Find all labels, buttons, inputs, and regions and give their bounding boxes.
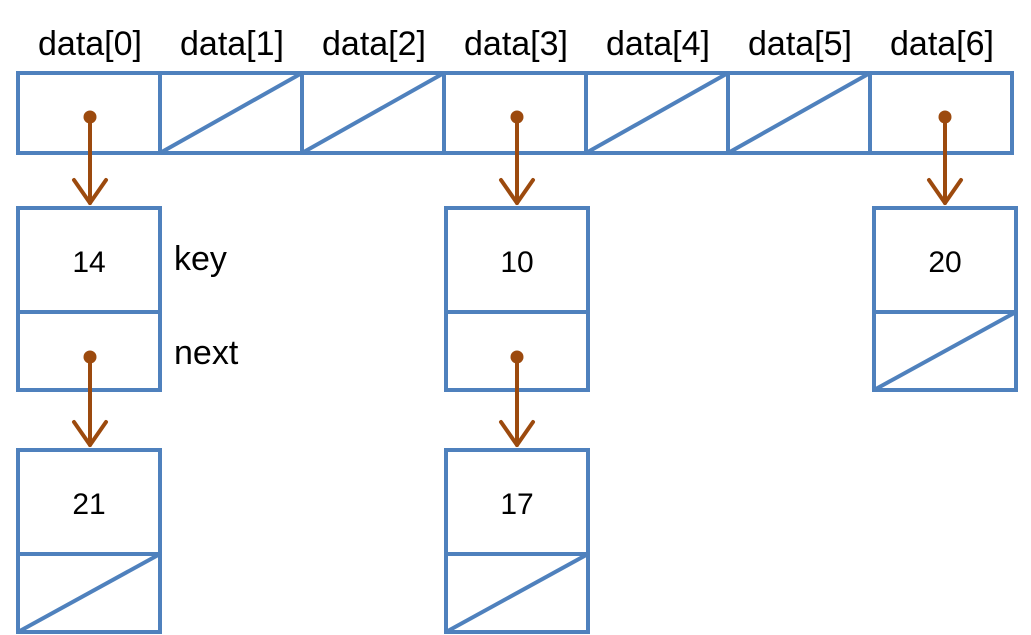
node-21-next-cell: [16, 552, 162, 634]
header-data-4: data[4]: [606, 25, 710, 63]
pointer-14-to-21: [72, 350, 108, 447]
arrowhead-icon: [499, 178, 535, 205]
node-20-next-cell: [872, 310, 1018, 392]
null-slash-slot-1: [159, 71, 303, 155]
header-data-5: data[5]: [748, 25, 852, 63]
label-next: next: [174, 334, 239, 372]
arrowhead-icon: [72, 420, 108, 447]
pointers: [72, 110, 963, 447]
arrowhead-icon: [927, 178, 963, 205]
pointer-slot-3-to-10: [499, 110, 535, 205]
node-17-next-cell: [444, 552, 590, 634]
node-14-key: 14: [72, 246, 105, 279]
array-headers: data[0] data[1] data[2] data[3] data[4] …: [38, 25, 994, 63]
null-slash-slot-2: [301, 71, 445, 155]
header-data-2: data[2]: [322, 25, 426, 63]
label-key: key: [174, 240, 227, 278]
header-data-6: data[6]: [890, 25, 994, 63]
arrowhead-icon: [72, 178, 108, 205]
arrowhead-icon: [499, 420, 535, 447]
node-10-key: 10: [500, 246, 533, 279]
node-17-key: 17: [500, 488, 533, 521]
node-20: 20: [872, 206, 1018, 392]
pointer-slot-0-to-14: [72, 110, 108, 205]
node-21: 21: [16, 448, 162, 634]
null-slash-slot-4: [585, 71, 729, 155]
null-slash-slot-5: [727, 71, 871, 155]
array-slot-6: [868, 71, 1014, 155]
header-data-0: data[0]: [38, 25, 142, 63]
node-17-null-slash: [445, 552, 589, 634]
array-row: [16, 71, 1014, 155]
node-21-key: 21: [72, 488, 105, 521]
header-data-1: data[1]: [180, 25, 284, 63]
node-14: 14: [16, 206, 162, 392]
node-20-key: 20: [928, 246, 961, 279]
node-21-null-slash: [17, 552, 161, 634]
node-17: 17: [444, 448, 590, 634]
header-data-3: data[3]: [464, 25, 568, 63]
node-20-null-slash: [873, 310, 1017, 392]
pointer-10-to-17: [499, 350, 535, 447]
pointer-slot-6-to-20: [927, 110, 963, 205]
